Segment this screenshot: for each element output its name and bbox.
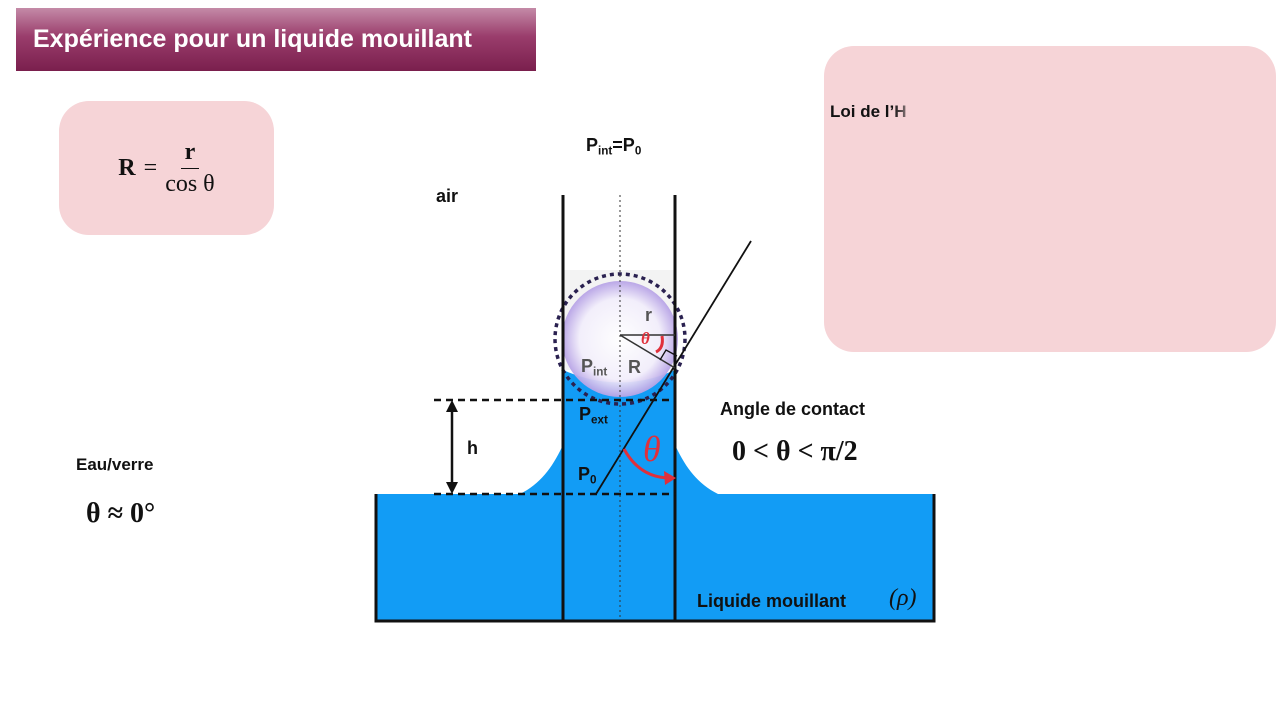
label-theta-small: θ	[641, 329, 650, 348]
law-card-title: Loi de l’H	[830, 102, 907, 121]
right-angle-mark	[659, 349, 678, 361]
radius-formula: R = r cos θ	[59, 101, 274, 235]
formula-equals: =	[143, 154, 158, 181]
label-angle-title: Angle de contact	[720, 399, 866, 419]
label-pext: Pext	[579, 404, 608, 427]
label-pint-eq-p0: Pint=P0	[586, 135, 642, 158]
label-angle-range: 0 < θ < π/2	[732, 436, 858, 467]
container-walls	[374, 494, 936, 623]
label-h: h	[467, 438, 478, 458]
label-p0: P0	[578, 464, 597, 487]
radius-circle	[562, 281, 678, 397]
R-line	[619, 334, 676, 369]
height-arrow-head-bottom	[446, 482, 458, 494]
label-liquide: Liquide mouillant	[697, 591, 846, 611]
formula-card: R = r cos θ	[59, 101, 274, 235]
formula-denominator: cos θ	[165, 170, 215, 197]
theta-arc-small	[655, 335, 664, 354]
label-rho: (ρ)	[889, 585, 917, 611]
liquid-body	[376, 397, 934, 620]
formula-fraction: r cos θ	[165, 139, 215, 198]
label-theta-big: θ	[643, 429, 661, 469]
law-card: Loi de l’H	[824, 46, 1276, 352]
slide-title: Expérience pour un liquide mouillant	[16, 8, 536, 71]
label-eau-verre: Eau/verre	[76, 455, 154, 474]
label-pint: Pint	[581, 356, 608, 379]
label-r: r	[645, 305, 653, 325]
formula-lhs: R	[118, 154, 136, 181]
formula-numerator: r	[180, 139, 200, 169]
label-air: air	[436, 186, 459, 206]
radius-circle-outline	[553, 272, 687, 406]
label-eau-verre-angle: θ ≈ 0°	[86, 498, 156, 529]
height-arrow-head-top	[446, 400, 458, 412]
theta-arrow-head	[664, 471, 676, 485]
label-R: R	[628, 357, 641, 377]
